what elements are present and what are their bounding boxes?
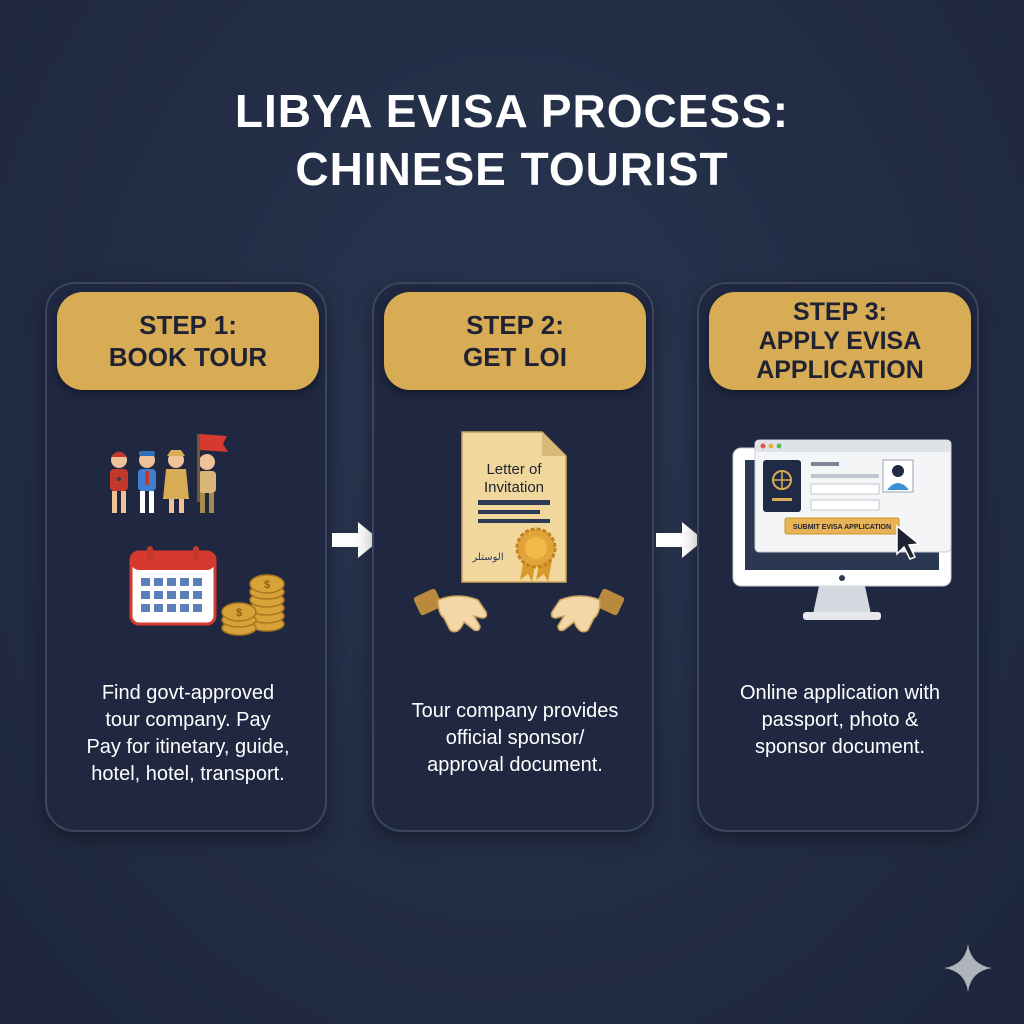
page-title: LIBYA EVISA PROCESS: CHINESE TOURIST	[0, 82, 1024, 198]
step-1-number: STEP 1:	[139, 310, 237, 340]
step-2-description-line: official sponsor/	[445, 727, 585, 749]
photo-id-icon	[882, 459, 914, 493]
letter-signature: الوستلر	[471, 552, 503, 563]
submit-button-label: SUBMIT EVISA APPLICATION	[793, 524, 891, 531]
letter-document-icon: Letter of Invitation الوستلر	[461, 431, 567, 583]
arrow-right-icon	[656, 522, 704, 558]
step-1-description-line: hotel, hotel, transport.	[91, 763, 285, 785]
title-line-1: LIBYA EVISA PROCESS:	[234, 85, 790, 137]
step-1-description-line: tour company. Pay	[105, 709, 271, 731]
step-2-header: STEP 2: GET LOI	[384, 292, 646, 390]
step-2-title: GET LOI	[463, 342, 567, 372]
svg-text:$: $	[264, 579, 270, 591]
step-3-header: STEP 3: APPLY EVISA APPLICATION	[709, 292, 971, 390]
coins-icon: $ $	[221, 574, 285, 636]
step-1-card: STEP 1: BOOK TOUR	[45, 282, 327, 832]
step-3-description: Online application with passport, photo …	[711, 680, 969, 761]
step-3-description-line: Online application with	[739, 682, 941, 704]
sparkle-icon	[944, 944, 992, 992]
passport-icon	[763, 460, 801, 512]
tourist-group-icon	[110, 434, 228, 513]
step-3-title-line-2: APPLICATION	[756, 355, 924, 384]
handshake-icon	[414, 588, 624, 633]
computer-monitor-icon: SUBMIT EVISA APPLICATION	[732, 439, 952, 620]
arrow-right-icon	[332, 522, 380, 558]
seal-icon	[515, 527, 557, 582]
submit-evisa-application-button[interactable]: SUBMIT EVISA APPLICATION	[784, 517, 900, 535]
calendar-icon	[129, 546, 217, 626]
step-1-description-line: Pay for itinetary, guide,	[86, 736, 290, 758]
step-3-description-line: sponsor document.	[754, 736, 926, 758]
step-1-header: STEP 1: BOOK TOUR	[57, 292, 319, 390]
step-2-description: Tour company provides official sponsor/ …	[386, 698, 644, 779]
step-1-description: Find govt-approved tour company. Pay Pay…	[59, 680, 317, 788]
cursor-icon	[896, 524, 921, 560]
step-3-title-line-1: APPLY EVISA	[758, 326, 922, 355]
letter-title-line-2: Invitation	[484, 479, 544, 496]
letter-title-line-1: Letter of	[486, 461, 542, 478]
title-line-2: CHINESE TOURIST	[295, 143, 729, 195]
step-3-number: STEP 3:	[792, 297, 888, 326]
step-3-description-line: passport, photo &	[761, 709, 919, 731]
step-2-description-line: Tour company provides	[411, 700, 619, 722]
svg-text:$: $	[236, 607, 242, 619]
step-1-title: BOOK TOUR	[108, 342, 268, 372]
step-2-number: STEP 2:	[466, 310, 564, 340]
step-1-description-line: Find govt-approved	[101, 682, 275, 704]
step-2-description-line: approval document.	[427, 754, 603, 776]
step-3-card: STEP 3: APPLY EVISA APPLICATION	[697, 282, 979, 832]
step-2-card: STEP 2: GET LOI Letter of Invitation الو…	[372, 282, 654, 832]
